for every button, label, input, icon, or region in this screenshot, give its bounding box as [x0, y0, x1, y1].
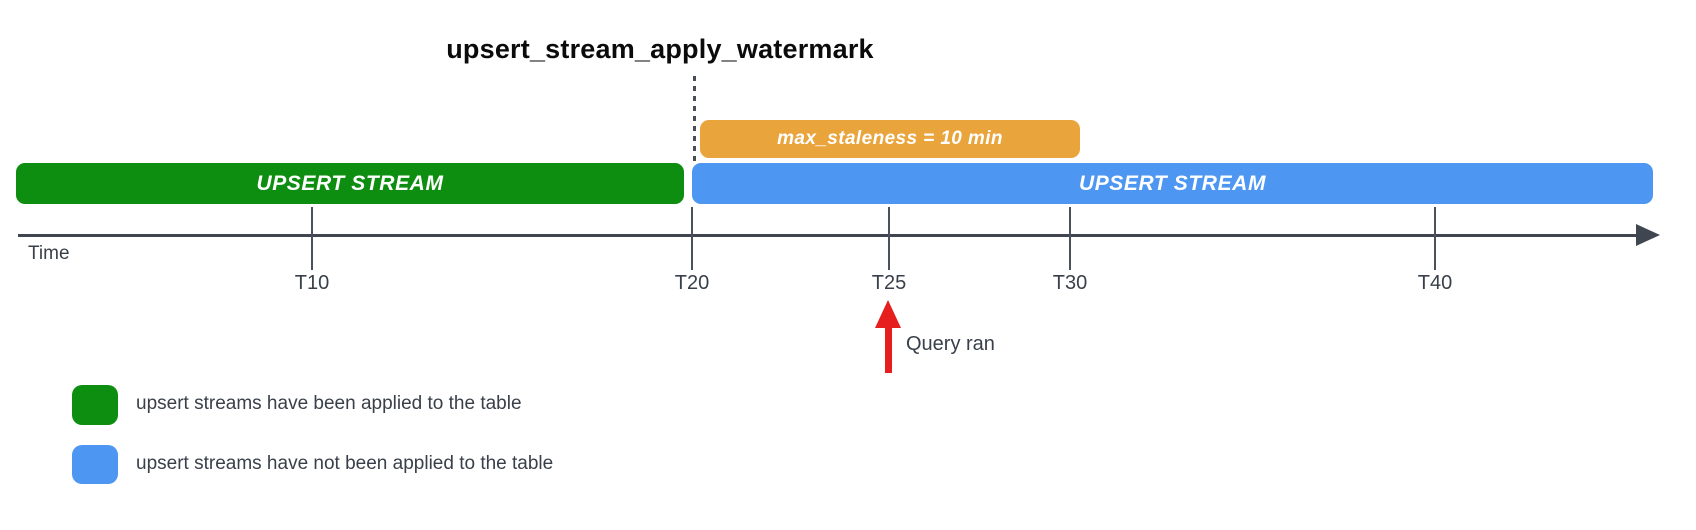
unapplied-stream-bar: UPSERT STREAM: [692, 163, 1653, 204]
legend-label: upsert streams have been applied to the …: [136, 393, 522, 414]
tick-label: T20: [674, 272, 710, 294]
applied-stream-bar: UPSERT STREAM: [16, 163, 684, 204]
legend-swatch: [72, 385, 118, 425]
time-axis-label: Time: [28, 243, 70, 264]
tick-label: T30: [1052, 272, 1088, 294]
query-arrow-head-icon: [875, 300, 901, 328]
legend-swatch: [72, 445, 118, 484]
time-axis-arrowhead-icon: [1636, 224, 1660, 246]
tick-mark: [888, 207, 890, 270]
page-title: upsert_stream_apply_watermark: [446, 34, 874, 64]
query-arrow-shaft: [885, 326, 892, 373]
tick-label: T40: [1417, 272, 1453, 294]
tick-label: T25: [871, 272, 907, 294]
watermark-dashed-line: [693, 76, 696, 162]
tick-mark: [691, 207, 693, 270]
staleness-bar: max_staleness = 10 min: [700, 120, 1080, 158]
unapplied-stream-label: UPSERT STREAM: [1078, 172, 1267, 195]
query-ran-label: Query ran: [906, 333, 995, 355]
staleness-label: max_staleness = 10 min: [777, 128, 1003, 149]
tick-label: T10: [294, 272, 330, 294]
tick-mark: [1434, 207, 1436, 270]
tick-mark: [311, 207, 313, 270]
time-axis: [18, 234, 1640, 237]
legend-label: upsert streams have not been applied to …: [136, 453, 554, 474]
applied-stream-label: UPSERT STREAM: [256, 172, 444, 195]
tick-mark: [1069, 207, 1071, 270]
